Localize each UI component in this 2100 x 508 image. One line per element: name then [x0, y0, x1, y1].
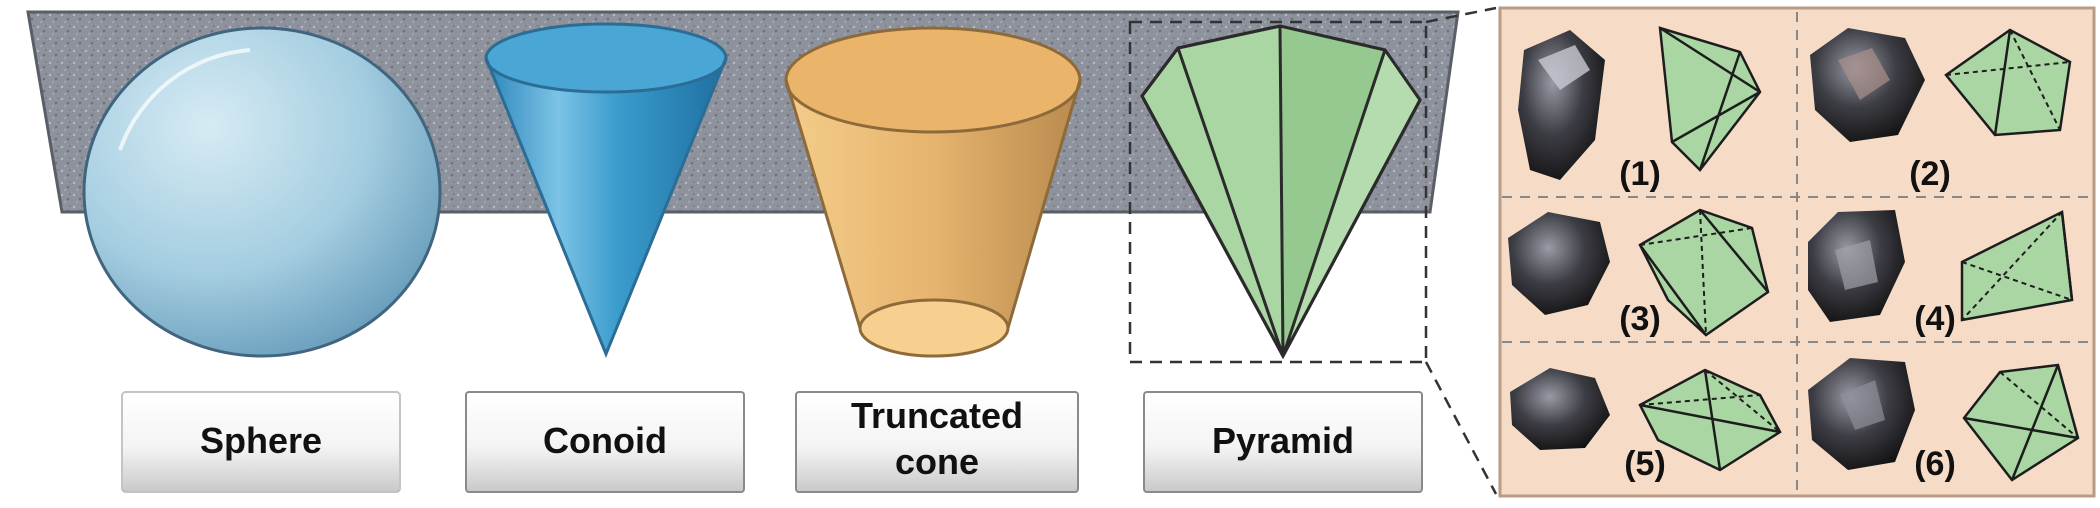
crystal-photo-3	[1508, 212, 1610, 315]
svg-text:Truncated: Truncated	[851, 395, 1023, 436]
sample-label-5: (5)	[1624, 445, 1666, 483]
crystal-sketch-6	[1962, 363, 2080, 482]
truncated-cone-shape	[784, 26, 1082, 358]
sample-label-4: (4)	[1914, 300, 1956, 338]
conoid-shape	[484, 22, 728, 358]
truncated-cone-label: Truncated cone	[795, 391, 1079, 493]
crystal-photo-5	[1510, 368, 1610, 450]
crystal-sketch-5	[1638, 368, 1782, 472]
crystal-sketch-2	[1944, 28, 2072, 137]
crystal-sketch-4	[1960, 210, 2074, 322]
zoom-box	[1128, 20, 1428, 364]
sample-label-6: (6)	[1914, 445, 1956, 483]
svg-text:Sphere: Sphere	[200, 420, 322, 461]
svg-text:Conoid: Conoid	[543, 420, 667, 461]
conoid-label: Conoid	[465, 391, 745, 493]
crystal-sketch-3	[1638, 208, 1770, 337]
sample-6: (6)	[1808, 358, 2080, 483]
pyramid-shape	[1140, 24, 1422, 360]
svg-text:cone: cone	[895, 441, 979, 482]
sample-4: (4)	[1808, 210, 2074, 338]
sample-label-1: (1)	[1619, 155, 1661, 193]
sample-1: (1)	[1518, 26, 1762, 193]
samples-panel: (1) (2) (3)	[1498, 6, 2096, 498]
sample-label-2: (2)	[1909, 155, 1951, 193]
pyramid-label: Pyramid	[1143, 391, 1423, 493]
crystal-sketch-1	[1658, 26, 1762, 172]
sphere-shape	[82, 26, 442, 358]
sample-5: (5)	[1510, 368, 1782, 483]
svg-text:Pyramid: Pyramid	[1212, 420, 1354, 461]
zoom-line-top	[1425, 6, 1497, 24]
sample-2: (2)	[1810, 28, 2072, 193]
sample-label-3: (3)	[1619, 300, 1661, 338]
zoom-line-bottom	[1424, 361, 1498, 495]
sphere-label: Sphere	[121, 391, 401, 493]
sample-3: (3)	[1508, 208, 1770, 338]
